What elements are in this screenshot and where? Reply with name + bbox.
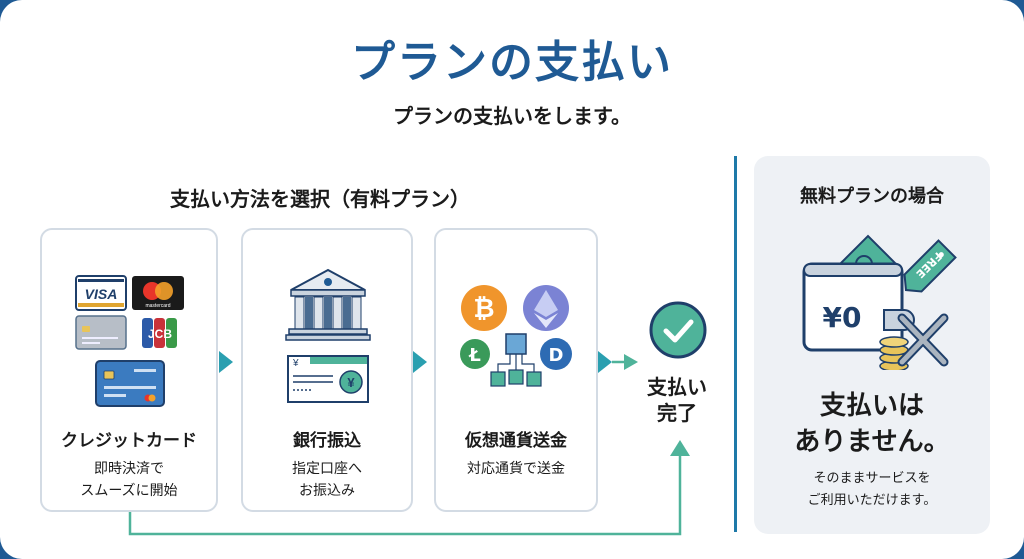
bank-icon	[285, 268, 371, 341]
mastercard-icon: mastercard	[132, 276, 184, 310]
desc-line: お振込み	[299, 483, 355, 499]
message-line: 支払いは	[819, 391, 924, 421]
free-plan-title: 無料プランの場合	[800, 186, 944, 207]
free-plan-panel: 無料プランの場合 ¥0 FREE 支払いは ありませ	[754, 156, 990, 534]
crypto-icons: ₿ Ł D	[460, 285, 572, 387]
desc-line: 指定口座へ	[292, 461, 362, 477]
note-line: そのままサービスを	[813, 471, 931, 486]
free-tag-icon: FREE	[903, 239, 957, 293]
svg-text:₿: ₿	[473, 294, 494, 324]
flow-arrow-icon	[219, 351, 233, 373]
payment-complete-label: 支払い 完了	[632, 374, 722, 426]
litecoin-icon: Ł	[460, 339, 490, 369]
payment-method-desc: 対応通貨で送金	[436, 458, 596, 480]
svg-text:¥0: ¥0	[823, 301, 862, 334]
bottom-return-line	[128, 454, 682, 536]
credit-card-icons: VISA mastercard JCB	[75, 275, 184, 407]
payment-method-name: 仮想通貨送金	[465, 431, 567, 451]
generic-card-icon	[75, 315, 127, 350]
payment-method-desc: 即時決済で スムーズに開始	[42, 458, 216, 502]
complete-line: 支払い	[647, 375, 707, 399]
blockchain-icon	[490, 333, 542, 387]
payment-method-name: 銀行振込	[293, 431, 361, 451]
check-circle-icon	[649, 301, 707, 359]
flow-arrow-icon	[413, 351, 427, 373]
payment-card-crypto[interactable]: ₿ Ł D 仮想通貨送金 対応通貨で送金	[434, 228, 598, 512]
svg-text:Ł: Ł	[468, 345, 481, 366]
section-divider	[734, 156, 737, 532]
free-plan-message: 支払いは ありません。	[754, 388, 990, 460]
payment-card-credit[interactable]: VISA mastercard JCB	[40, 228, 218, 512]
svg-text:VISA: VISA	[85, 286, 118, 302]
payment-method-desc: 指定口座へ お振込み	[243, 458, 411, 502]
cross-icon	[897, 313, 949, 367]
up-arrow-head	[670, 440, 690, 456]
payment-card-bank[interactable]: ¥ ¥ 銀行振込 指定口座へ お振込み	[241, 228, 413, 512]
jcb-icon: JCB	[142, 318, 177, 348]
note-line: ご利用いただけます。	[807, 493, 937, 508]
coins-icon	[879, 336, 909, 370]
ethereum-icon	[523, 285, 569, 331]
page-subtitle: プランの支払いをします。	[393, 104, 631, 128]
wallet-icon: ¥0	[802, 234, 915, 352]
free-wallet-illustration: ¥0 FREE	[802, 234, 957, 370]
desc-line: 即時決済で	[94, 461, 164, 477]
dash-icon: D	[540, 338, 572, 370]
svg-text:¥: ¥	[292, 358, 299, 369]
svg-text:D: D	[549, 345, 564, 366]
bitcoin-icon: ₿	[461, 285, 507, 331]
to-complete-arrow-head	[624, 354, 638, 370]
desc-line: スムーズに開始	[80, 483, 178, 499]
flow-arrow-icon	[598, 351, 612, 373]
credit-card-icon	[95, 360, 165, 407]
complete-line: 完了	[657, 401, 697, 425]
visa-card-icon: VISA	[75, 275, 127, 311]
payment-method-name: クレジットカード	[61, 431, 197, 451]
bank-transfer-slip-icon: ¥ ¥	[287, 355, 369, 403]
svg-text:JCB: JCB	[148, 327, 172, 341]
page-title: プランの支払い	[351, 37, 673, 88]
message-line: ありません。	[794, 427, 950, 457]
paid-section-title: 支払い方法を選択（有料プラン）	[170, 187, 470, 211]
free-plan-note: そのままサービスを ご利用いただけます。	[754, 468, 990, 512]
svg-text:¥: ¥	[347, 375, 355, 390]
desc-line: 対応通貨で送金	[467, 461, 565, 477]
bank-icons: ¥ ¥	[285, 268, 371, 403]
svg-text:mastercard: mastercard	[145, 303, 170, 309]
